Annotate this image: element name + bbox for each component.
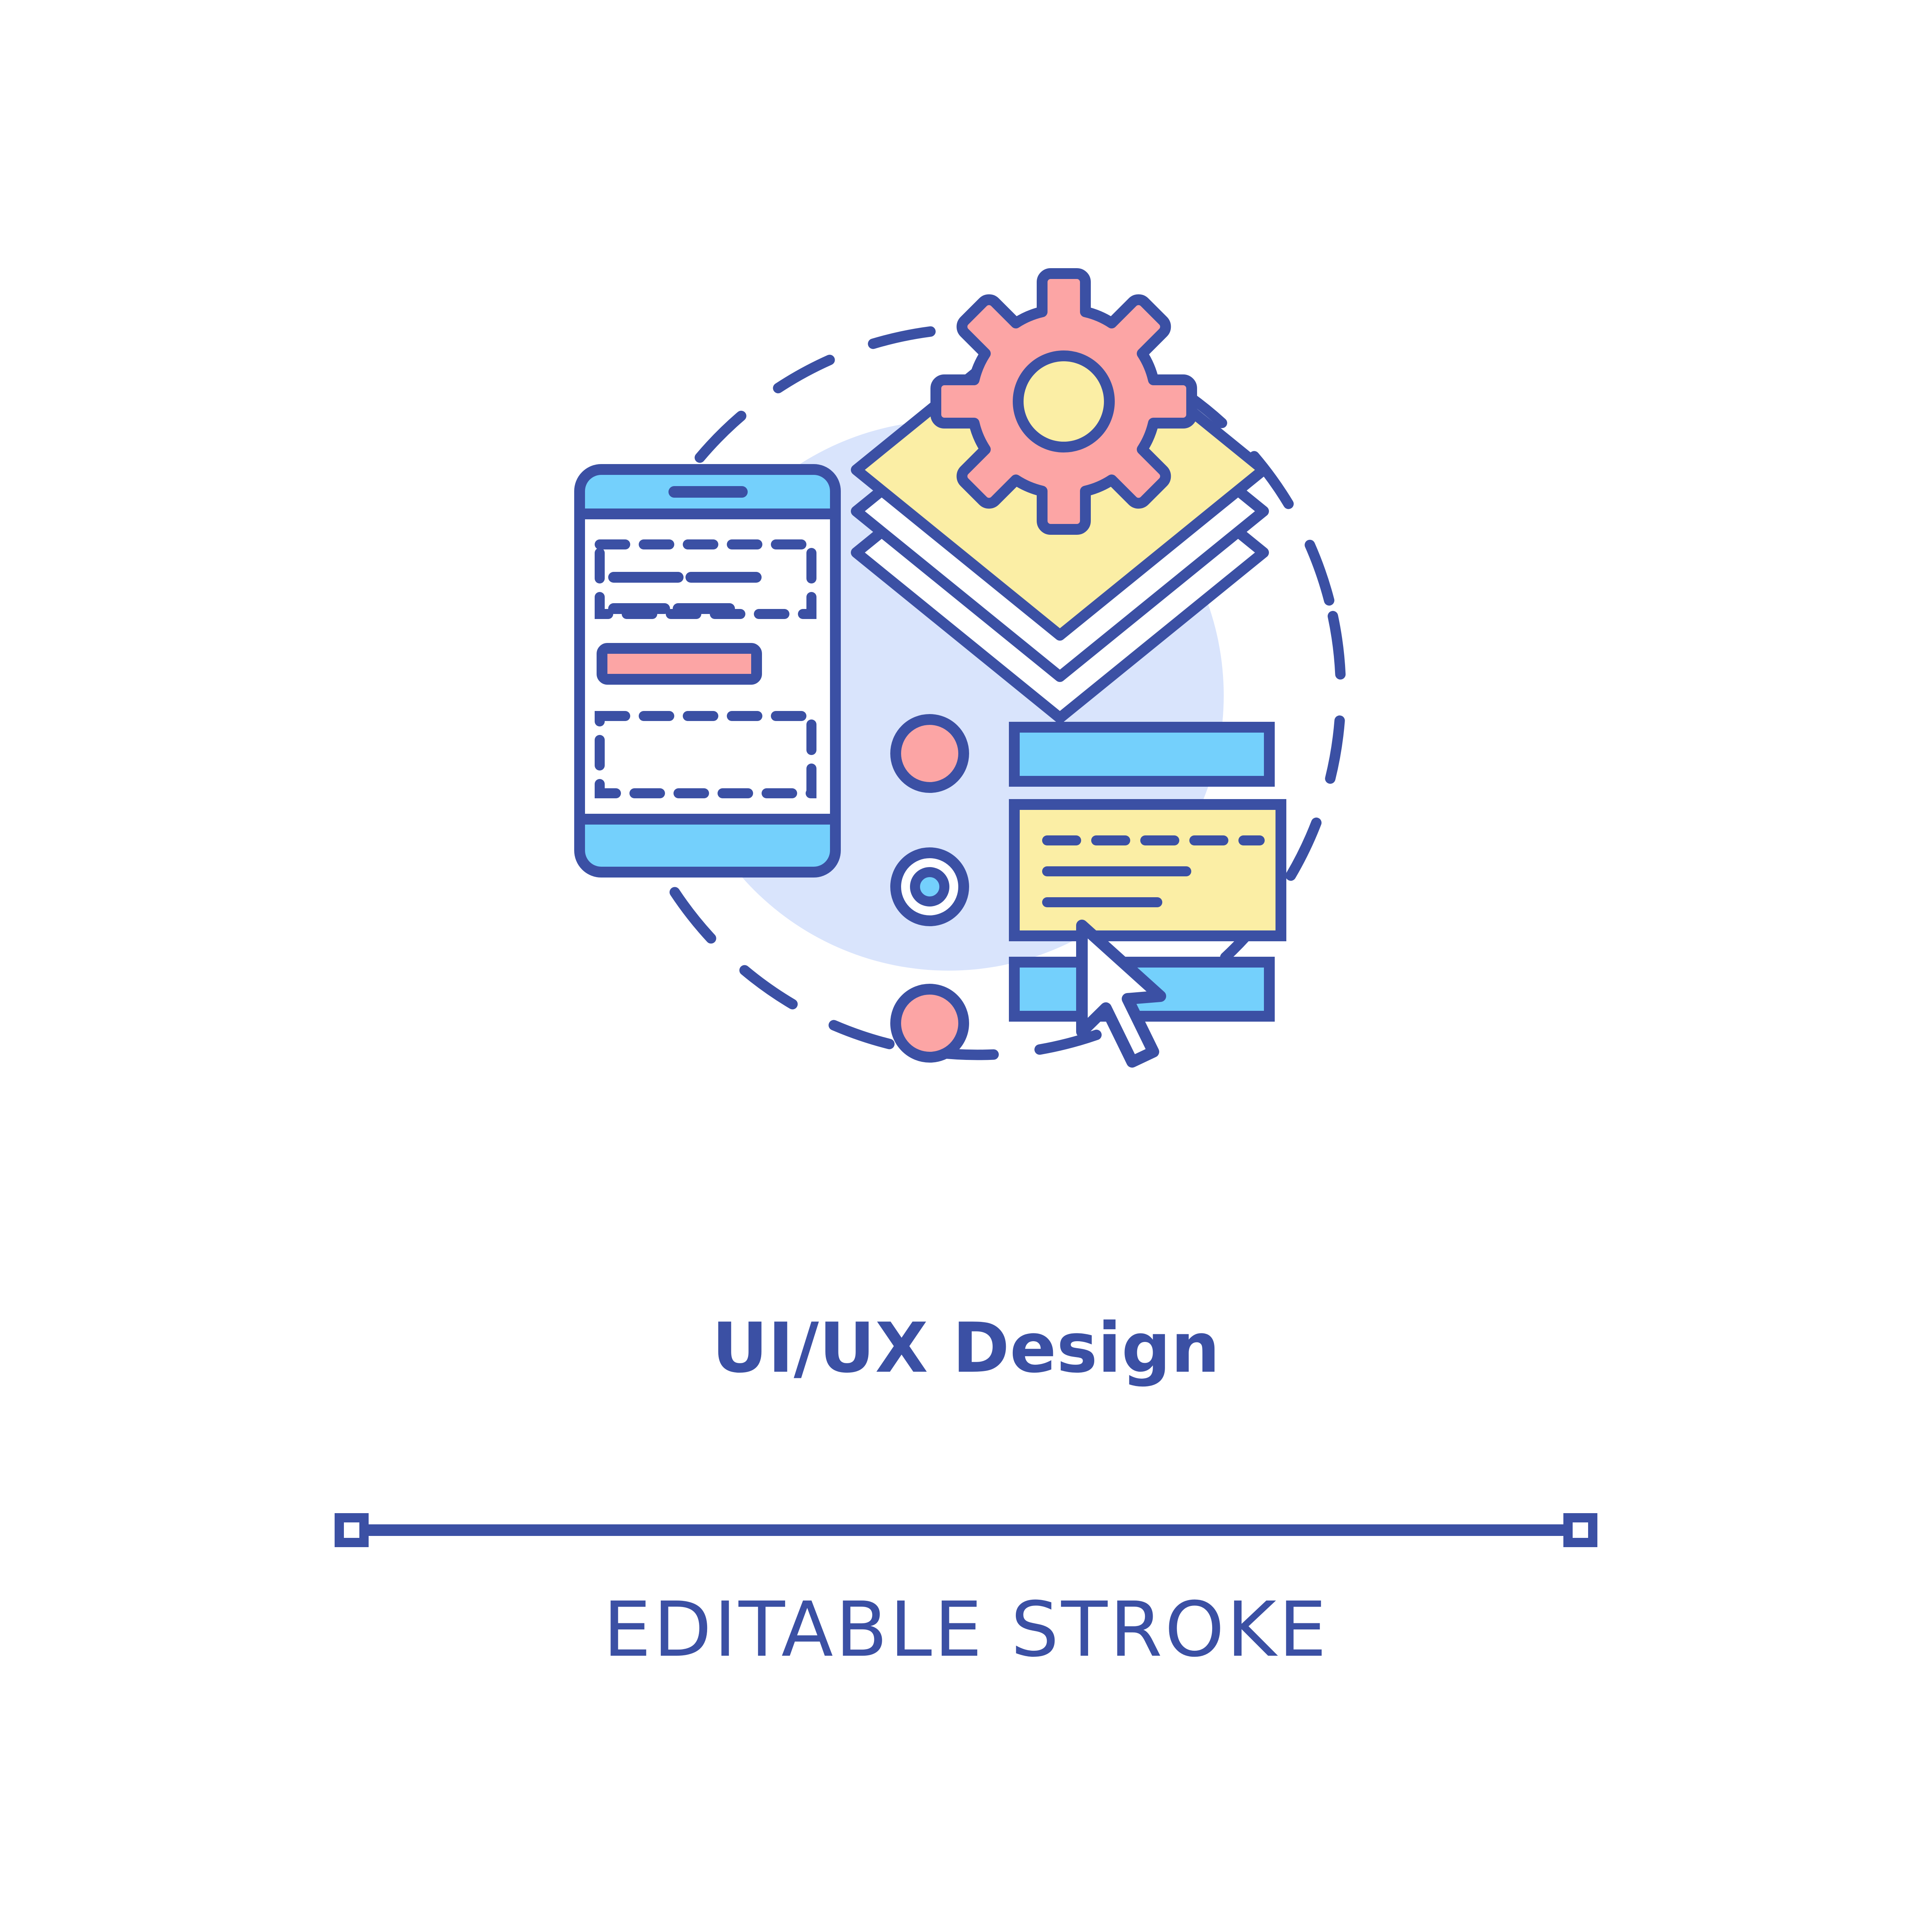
- mobile-device-wireframe[interactable]: [574, 464, 841, 878]
- settings-gear-icon[interactable]: [930, 268, 1197, 535]
- dashed-content-block-bottom: [595, 711, 816, 798]
- page-title: UI/UX Design: [712, 1308, 1220, 1388]
- light-blue-input-bar[interactable]: [1009, 722, 1275, 787]
- filled-pink-circle[interactable]: [890, 714, 969, 793]
- editable-stroke-indicator: [0, 1499, 1932, 1561]
- square-handle-right[interactable]: [1563, 1513, 1597, 1547]
- radio-inner-dot: [910, 867, 949, 906]
- gear-hub: [1013, 350, 1115, 452]
- editable-stroke-label: EDITABLE STROKE: [603, 1586, 1329, 1674]
- stroke-width-indicator-graphic: [335, 1513, 1597, 1547]
- dashed-content-block-top: [595, 539, 816, 619]
- pink-action-button[interactable]: [597, 643, 762, 685]
- layer-stack-with-gear[interactable]: [851, 268, 1269, 723]
- ui-ux-design-illustration: [574, 268, 1346, 1068]
- filled-pink-circle[interactable]: [890, 984, 969, 1063]
- light-blue-input-bar[interactable]: [1009, 957, 1275, 1022]
- dashed-boundary-circle: [609, 323, 1346, 1060]
- mouse-pointer-cursor[interactable]: [1076, 920, 1166, 1068]
- concept-caption: UI/UX Design: [0, 1314, 1932, 1383]
- editable-stroke-caption: EDITABLE STROKE: [0, 1592, 1932, 1668]
- square-handle-left[interactable]: [335, 1513, 369, 1547]
- form-control-rows[interactable]: [890, 714, 1286, 1063]
